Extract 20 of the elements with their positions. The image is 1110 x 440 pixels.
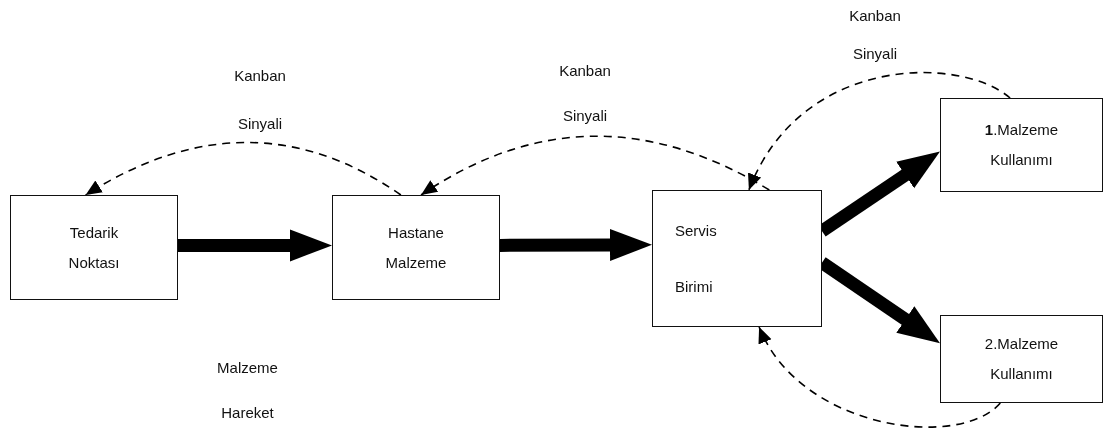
- process-box: [332, 195, 500, 300]
- edge-label: Kanban Sinyali: [558, 61, 612, 126]
- process-box: [10, 195, 178, 300]
- arrow: [84, 141, 402, 196]
- box-text: Hastane Malzeme: [384, 222, 448, 273]
- process-box: [940, 98, 1103, 192]
- process-box: [652, 190, 822, 327]
- process-box: [940, 315, 1103, 403]
- box-text: Tedarik Noktası: [67, 222, 121, 273]
- edge-label: Kanban Sinyali: [848, 6, 902, 64]
- arrow: [178, 229, 332, 262]
- arrow: [748, 71, 1011, 191]
- arrow: [499, 228, 652, 261]
- flow-label: Malzeme Hareket: [216, 358, 279, 423]
- arrow: [420, 135, 771, 196]
- edge-label: Kanban Sinyali: [233, 66, 287, 134]
- box-text: Servis Birimi: [675, 220, 718, 297]
- box-text: 2.Malzeme Kullanımı: [983, 334, 1060, 384]
- box-text: 1.Malzeme Kullanımı: [983, 120, 1060, 170]
- arrow: [758, 326, 1002, 428]
